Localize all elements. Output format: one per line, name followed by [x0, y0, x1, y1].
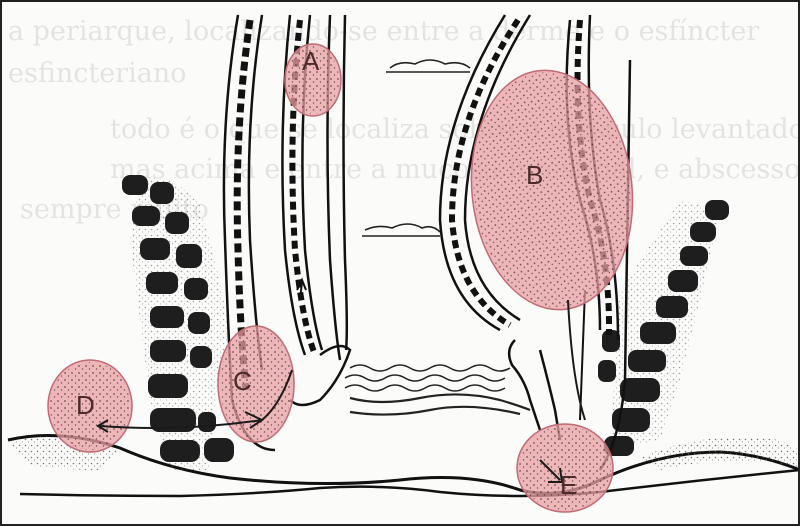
label-d: D [76, 390, 95, 420]
label-c: C [233, 366, 252, 396]
ghost-line-1: a periarque, localizando-se entre a derm… [8, 16, 759, 47]
label-b: B [526, 160, 543, 190]
ghost-line-2: esfincteriano [8, 58, 186, 89]
tissue-marks [362, 60, 470, 236]
label-e: E [560, 470, 577, 500]
anal-canal-folds [345, 365, 530, 415]
label-a: A [302, 46, 320, 76]
skin-surface [8, 436, 800, 497]
